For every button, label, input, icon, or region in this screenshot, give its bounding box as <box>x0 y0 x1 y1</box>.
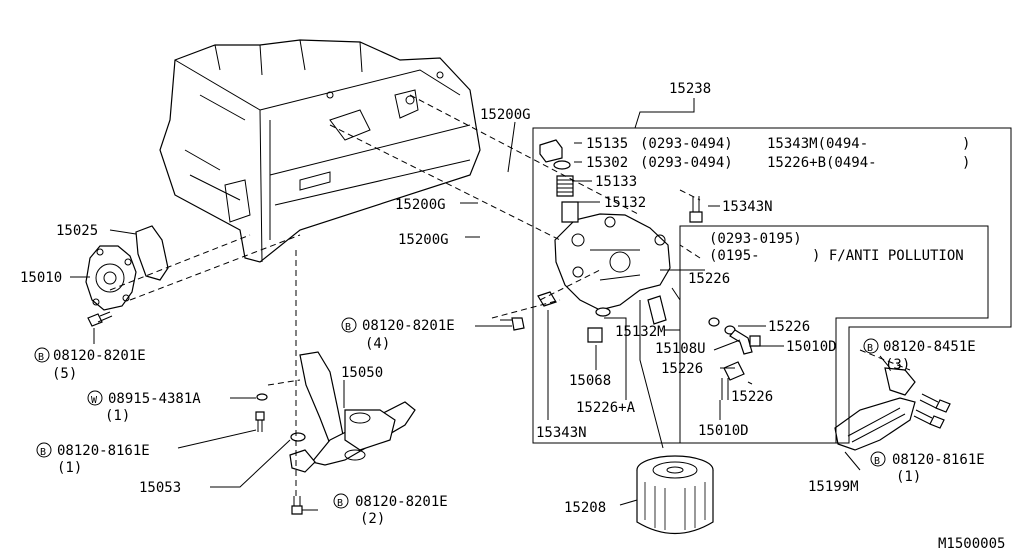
bolt-15343n-top <box>689 196 703 223</box>
label-15302: 15302 <box>586 155 628 171</box>
label-15010: 15010 <box>20 270 62 286</box>
label-08915-4381a: 08915-4381A <box>108 391 201 407</box>
label-15226b-end: ) <box>962 155 970 171</box>
assembly-dashed-lines <box>109 94 911 500</box>
label-15200g-a: 15200G <box>480 107 531 123</box>
bracket-15053 <box>290 432 306 442</box>
label-15343m-end: ) <box>962 136 970 152</box>
label-15132: 15132 <box>604 195 646 211</box>
marker-bolt-bottom: B <box>337 498 343 509</box>
label-15208: 15208 <box>564 500 606 516</box>
oil-pump-15010 <box>85 245 137 311</box>
oil-filter-bracket <box>554 213 671 311</box>
label-15135-code: (0293-0494) <box>640 136 733 152</box>
label-15010d-b: 15010D <box>698 423 749 439</box>
label-15302-code: (0293-0494) <box>640 155 733 171</box>
figure-code: M1500005 <box>938 536 1005 552</box>
label-08120-8161e-right: 08120-8161E <box>892 452 985 468</box>
bolt-08120-8201e-bottom <box>291 496 303 515</box>
label-08120-8201e-left: 08120-8201E <box>53 348 146 364</box>
label-15025: 15025 <box>56 223 98 239</box>
label-15343n-top: 15343N <box>722 199 773 215</box>
washer-15226-a <box>595 307 611 317</box>
label-15226a: 15226+A <box>576 400 636 416</box>
label-qty-2: (2) <box>360 511 385 527</box>
label-15135: 15135 <box>586 136 628 152</box>
label-anti-code-2: (0195- <box>709 248 760 264</box>
label-15226b: 15226+B(0494- <box>767 155 877 171</box>
label-qty-1-a: (1) <box>105 408 130 424</box>
label-anti-pollution: ) F/ANTI POLLUTION <box>812 248 964 264</box>
group-box-15238 <box>532 127 1012 444</box>
label-qty-5: (5) <box>52 366 77 382</box>
label-15050: 15050 <box>341 365 383 381</box>
label-qty-1-c: (1) <box>896 469 921 485</box>
oil-filter-15208 <box>636 455 714 535</box>
label-15200g-c: 15200G <box>398 232 449 248</box>
label-qty-4: (4) <box>365 336 390 352</box>
label-08120-8201e-mid: 08120-8201E <box>362 318 455 334</box>
marker-bolt-8161e-right: B <box>874 456 880 467</box>
part-labels: 15238 15200G 15200G 15200G 15135 (0293-0… <box>20 81 1005 552</box>
bolt-08120-8201e-left <box>87 311 113 327</box>
leader-lines <box>70 98 891 511</box>
label-anti-code-1: (0293-0195) <box>709 231 802 247</box>
hose-15010d <box>721 361 745 400</box>
bolt-15343n-bottom <box>537 291 557 307</box>
bolt-08120-8161e-right <box>913 409 945 429</box>
label-08120-8201e-bottom: 08120-8201E <box>355 494 448 510</box>
washer-08915-4381a <box>256 393 268 401</box>
label-15226-c: 15226 <box>661 361 703 377</box>
label-15226-b: 15226 <box>768 319 810 335</box>
marker-bolt-8451e: B <box>867 343 873 354</box>
marker-bolt-8161e-left: B <box>40 447 46 458</box>
label-08120-8161e-left: 08120-8161E <box>57 443 150 459</box>
plug-15068 <box>587 327 603 343</box>
hose-15108u <box>708 317 761 355</box>
connector-15132m <box>647 295 667 325</box>
label-15132m: 15132M <box>615 324 666 340</box>
label-15068: 15068 <box>569 373 611 389</box>
marker-washer: W <box>91 395 98 406</box>
label-15226-a: 15226 <box>688 271 730 287</box>
bolt-08120-8161e-left <box>255 411 265 432</box>
baffle-plate-15199m <box>834 367 916 451</box>
label-15238: 15238 <box>669 81 711 97</box>
label-15053: 15053 <box>139 480 181 496</box>
label-15200g-b: 15200G <box>395 197 446 213</box>
gasket-15025 <box>135 225 169 281</box>
label-15343m: 15343M(0494- <box>767 136 868 152</box>
label-15343n-bottom: 15343N <box>536 425 587 441</box>
label-08120-8451e: 08120-8451E <box>883 339 976 355</box>
bolt-08120-8451e <box>919 393 951 413</box>
marker-bolt-left: B <box>38 352 44 363</box>
label-15226-d: 15226 <box>731 389 773 405</box>
label-15108u: 15108U <box>655 341 706 357</box>
marker-bolt-mid: B <box>345 322 351 333</box>
label-15199m: 15199M <box>808 479 859 495</box>
engine-block-illustration <box>159 39 481 263</box>
label-qty-1-b: (1) <box>57 460 82 476</box>
relief-valve-stack <box>539 139 579 223</box>
label-qty-3: (3) <box>885 357 910 373</box>
label-15133: 15133 <box>595 174 637 190</box>
marker-circles <box>34 317 886 509</box>
anti-pollution-box <box>679 225 989 444</box>
bolt-08120-8201e-middle <box>500 317 525 331</box>
label-15010d-a: 15010D <box>786 339 837 355</box>
